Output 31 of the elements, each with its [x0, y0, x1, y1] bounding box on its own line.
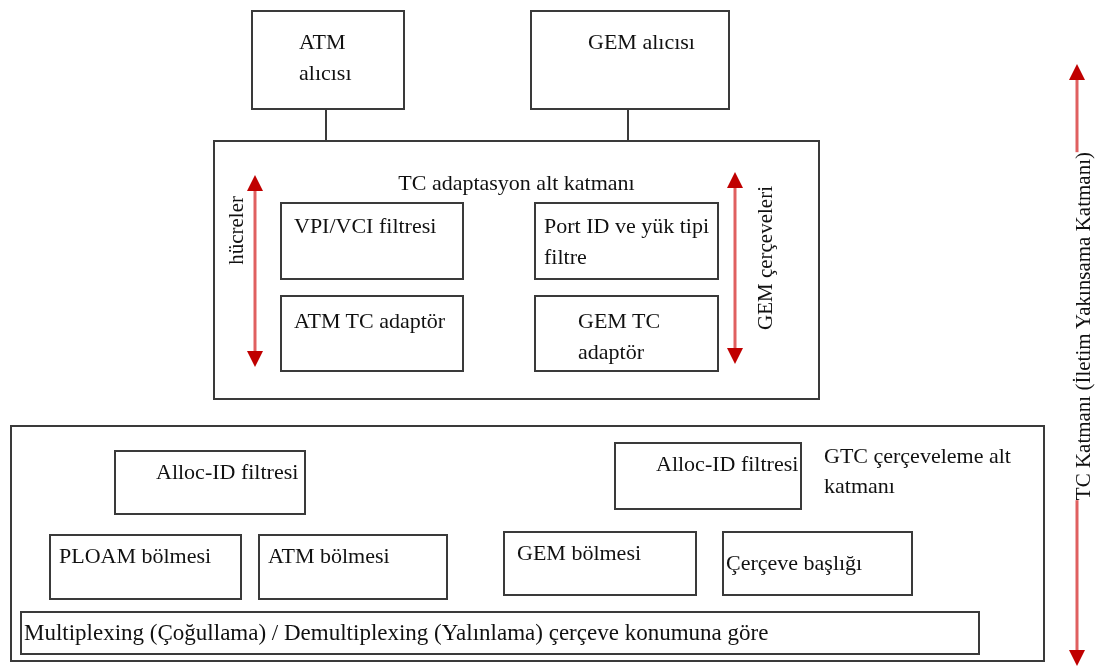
process-box: [534, 295, 719, 372]
process-box: [614, 442, 802, 510]
layer-panel: [213, 140, 820, 400]
process-box: [534, 202, 719, 280]
box-label: ATM alıcısı: [299, 28, 353, 87]
process-box: [49, 534, 242, 600]
box-label: GEM bölmesi: [517, 539, 643, 567]
process-box: [280, 295, 464, 372]
connector-line: [627, 109, 629, 141]
box-label: Alloc-ID filtresi: [656, 450, 800, 478]
process-box: [280, 202, 464, 280]
process-box: [20, 611, 980, 655]
box-label: Multiplexing (Çoğullama) / Demultiplexing (Yalınlama) çerçeve konumuna göre: [24, 619, 770, 647]
box-label: Alloc-ID filtresi: [156, 458, 300, 486]
box-label: Çerçeve başlığı: [726, 549, 864, 577]
box-label: Port ID ve yük tipi filtre: [544, 212, 710, 271]
process-box: [530, 10, 730, 110]
box-label: GEM TC adaptör: [578, 307, 662, 366]
box-label: ATM TC adaptör: [294, 307, 447, 335]
box-label: ATM bölmesi: [268, 542, 391, 570]
process-box: [258, 534, 448, 600]
process-box: [722, 531, 913, 596]
process-box: [503, 531, 697, 596]
box-label: VPI/VCI filtresi: [294, 212, 438, 240]
layer-title: GTC çerçeveleme alt katmanı: [824, 442, 1012, 500]
box-label: PLOAM bölmesi: [59, 542, 213, 570]
process-box: [114, 450, 306, 515]
box-label: GEM alıcısı: [588, 28, 696, 56]
connector-line: [325, 109, 327, 141]
process-box: [251, 10, 405, 110]
layer-panel: [10, 425, 1045, 662]
